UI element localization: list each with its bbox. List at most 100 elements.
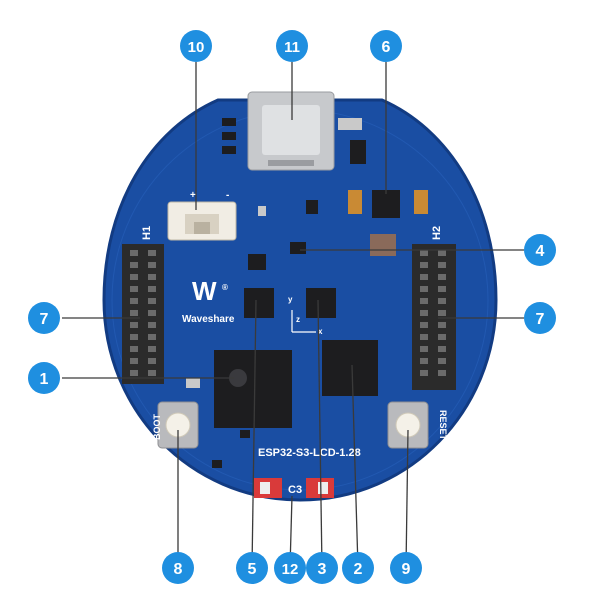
battery-connector [167,201,237,241]
header-pin [148,286,156,292]
header-pin [420,262,428,268]
header-pin [130,298,138,304]
header-pin [438,274,446,280]
header-h2-pins [420,250,446,376]
callout-6: 6 [370,30,402,62]
h1-label: H1 [141,226,153,240]
callout-3-label: 3 [318,561,327,578]
header-pin [148,298,156,304]
header-pin [420,250,428,256]
header-pin [130,358,138,364]
header-pin [420,298,428,304]
header-pin [438,286,446,292]
reset-label: RESET [438,410,448,441]
header-pin [420,322,428,328]
battery-plus-label: + [190,190,196,201]
c3-label: C3 [288,484,302,496]
callout-11-label: 11 [284,39,300,56]
callout-1-label: 1 [40,371,49,388]
header-h1 [122,244,164,384]
header-pin [130,334,138,340]
callout-4: 4 [524,234,556,266]
header-pin [130,274,138,280]
callout-2-label: 2 [354,561,363,578]
header-pin [148,334,156,340]
callout-11: 11 [276,30,308,62]
callout-7-left: 7 [28,302,60,334]
callout-12: 12 [274,552,306,584]
header-pin [438,370,446,376]
callout-8-label: 8 [174,561,183,578]
header-h2 [412,244,456,390]
chip-6 [372,190,400,218]
header-pin [130,250,138,256]
header-pin [130,370,138,376]
header-pin [420,346,428,352]
header-pin [148,250,156,256]
smd-components [186,118,428,468]
callout-3: 3 [306,552,338,584]
header-pin [438,298,446,304]
waveshare-logo-mark: W [192,276,217,306]
boot-button [157,401,199,449]
header-pin [420,286,428,292]
boot-label: BOOT [152,413,162,440]
header-pin [130,322,138,328]
header-pin [148,262,156,268]
c3-solder-pads [254,478,334,498]
callout-6-label: 6 [382,39,391,56]
header-pin [438,334,446,340]
callout-12-label: 12 [282,561,299,578]
board-name: ESP32-S3-LCD-1.28 [258,447,361,459]
callout-2: 2 [342,552,374,584]
callout-5: 5 [236,552,268,584]
callout-10-label: 10 [188,39,205,56]
header-pin [438,358,446,364]
chip-3 [306,288,336,318]
battery-minus-label: - [226,190,229,201]
callout-7-right-label: 7 [536,311,545,328]
usb-c-connector [247,91,335,171]
header-pin [438,262,446,268]
chip-5 [244,288,274,318]
callout-9-label: 9 [402,561,411,578]
header-pin [148,370,156,376]
h2-label: H2 [431,226,443,240]
header-pin [130,286,138,292]
header-pin [438,250,446,256]
axis-x-label: x [318,327,323,336]
axis-z-label: z [296,315,300,324]
callout-8: 8 [162,552,194,584]
header-pin [148,322,156,328]
esp32-s3-chip [214,350,292,428]
axis-y-label: y [288,295,293,304]
axis-arrows [291,310,316,333]
header-pin [420,370,428,376]
header-pin [148,310,156,316]
callout-4-label: 4 [536,243,545,260]
header-pin [420,310,428,316]
header-pin [438,322,446,328]
header-pin [148,274,156,280]
header-pin [420,334,428,340]
header-pin [420,358,428,364]
header-pin [420,274,428,280]
header-pin [130,310,138,316]
callout-7-right: 7 [524,302,556,334]
callout-10: 10 [180,30,212,62]
callout-9: 9 [390,552,422,584]
header-h1-pins [130,250,156,376]
callout-1: 1 [28,362,60,394]
callout-7-left-label: 7 [40,311,49,328]
header-pin [130,346,138,352]
brand-name: Waveshare [182,314,235,325]
leader-lines [62,62,524,569]
header-pin [438,310,446,316]
header-pin [148,346,156,352]
reset-button [387,401,429,449]
header-pin [130,262,138,268]
flash-chip [322,340,378,396]
callout-5-label: 5 [248,561,257,578]
header-pin [148,358,156,364]
